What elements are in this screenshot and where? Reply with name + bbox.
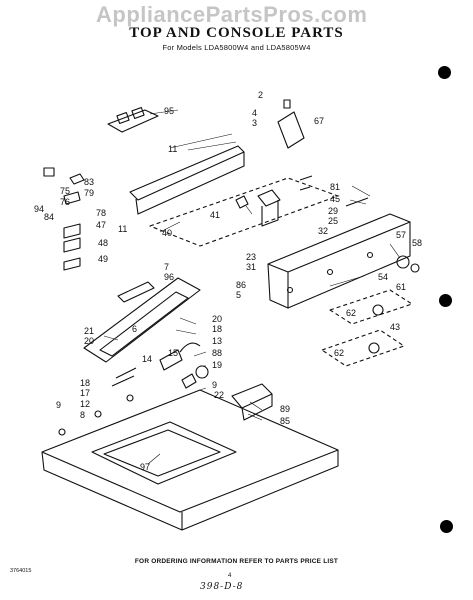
callout-20: 20	[212, 314, 222, 324]
callout-61: 61	[396, 282, 406, 292]
callout-20b: 20	[84, 336, 94, 346]
callout-54: 54	[378, 272, 388, 282]
watermark: AppliancePartsPros.com	[96, 2, 368, 27]
callout-25: 25	[328, 216, 338, 226]
callout-3: 3	[252, 118, 257, 128]
callout-81: 81	[330, 182, 340, 192]
callout-84: 84	[44, 212, 54, 222]
callout-85: 85	[280, 416, 290, 426]
callout-86: 86	[236, 280, 246, 290]
callout-23: 23	[246, 252, 256, 262]
callout-14: 14	[142, 354, 152, 364]
callout-76: 76	[60, 197, 70, 207]
handwritten-note: 398-D-8	[200, 582, 244, 592]
callout-75: 75	[60, 186, 70, 196]
callout-8: 8	[80, 410, 85, 420]
callout-62: 62	[346, 308, 356, 318]
ordering-info-footer: FOR ORDERING INFORMATION REFER TO PARTS …	[134, 558, 339, 565]
callout-79: 79	[84, 188, 94, 198]
punch-hole-middle	[439, 294, 452, 307]
callout-88: 88	[212, 348, 222, 358]
callout-15: 15	[168, 348, 178, 358]
punch-hole-bottom	[440, 520, 453, 533]
callout-9b: 9	[212, 380, 217, 390]
punch-hole-top	[438, 66, 451, 79]
callout-95: 95	[164, 106, 174, 116]
callout-9: 9	[56, 400, 61, 410]
callout-78: 78	[96, 208, 106, 218]
callout-45: 45	[330, 194, 340, 204]
callout-11: 11	[168, 144, 177, 154]
callout-4: 4	[252, 108, 257, 118]
callout-6: 6	[132, 324, 137, 334]
callout-96: 96	[164, 272, 174, 282]
page-number: 4	[228, 573, 232, 579]
callout-13: 13	[212, 336, 222, 346]
callout-29: 29	[328, 206, 338, 216]
callout-7: 7	[164, 262, 169, 272]
page-title: TOP AND CONSOLE PARTS	[129, 25, 344, 41]
callout-49: 49	[98, 254, 108, 264]
callout-43: 43	[390, 322, 400, 332]
callout-17: 17	[80, 388, 90, 398]
callout-2: 2	[258, 90, 263, 100]
callout-47: 47	[96, 220, 106, 230]
callout-18b: 18	[80, 378, 90, 388]
callout-58: 58	[412, 238, 422, 248]
callout-67: 67	[314, 116, 324, 126]
callout-89: 89	[280, 404, 290, 414]
callout-94: 94	[34, 204, 44, 214]
callout-41: 41	[210, 210, 220, 220]
callout-48: 48	[98, 238, 108, 248]
callout-57: 57	[396, 230, 406, 240]
callout-5: 5	[236, 290, 241, 300]
callout-32: 32	[318, 226, 328, 236]
callout-62b: 62	[334, 348, 344, 358]
callout-21: 21	[84, 326, 94, 336]
page-subtitle: For Models LDA5800W4 and LDA5805W4	[162, 43, 311, 52]
document-number: 3764015	[10, 568, 32, 574]
callout-97: 97	[140, 462, 150, 472]
callout-22: 22	[214, 390, 224, 400]
callout-31: 31	[246, 262, 256, 272]
callout-18: 18	[212, 324, 222, 334]
callout-19: 19	[212, 360, 222, 370]
callout-40: 40	[162, 228, 172, 238]
callout-11b: 11	[118, 224, 127, 234]
callout-83: 83	[84, 177, 94, 187]
callout-12: 12	[80, 399, 90, 409]
